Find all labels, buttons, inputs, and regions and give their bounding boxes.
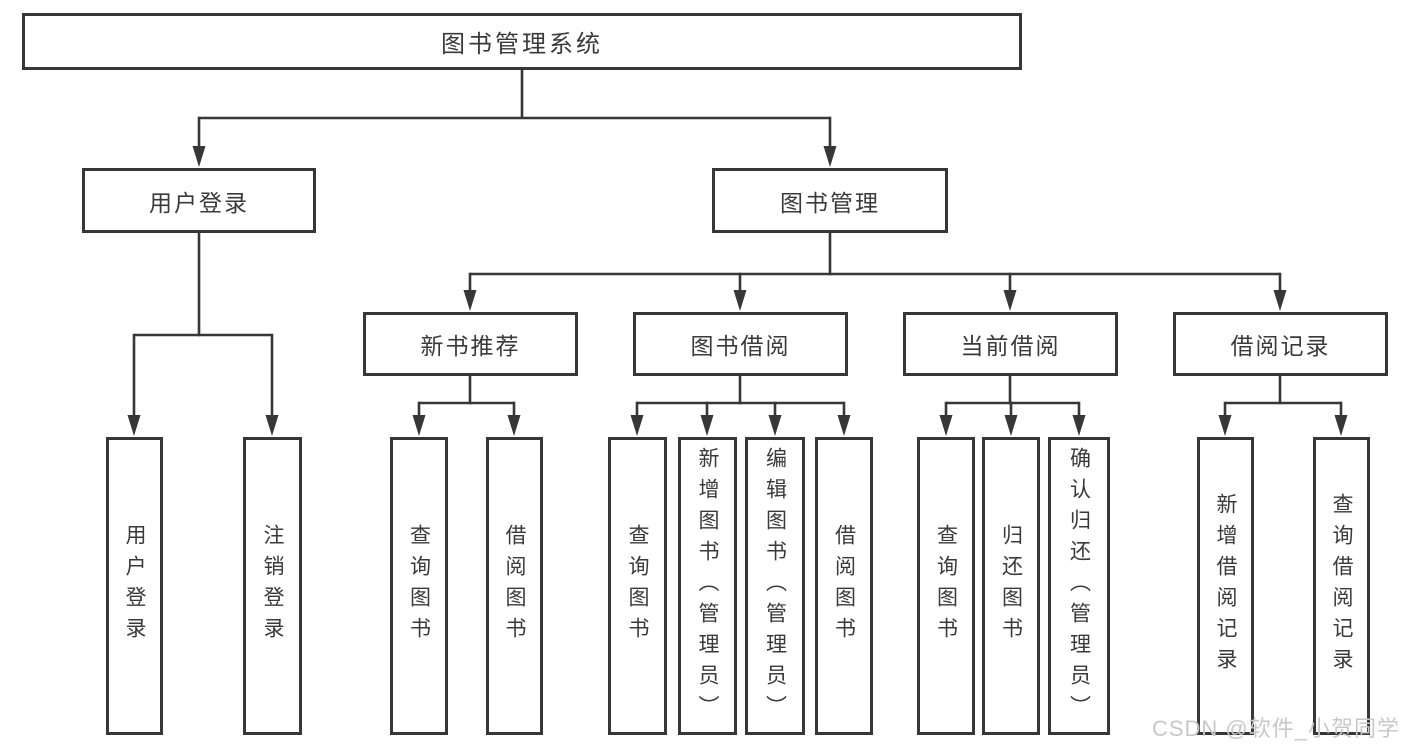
node-return-book: 归还图书 xyxy=(982,437,1040,735)
node-book-borrow: 图书借阅 xyxy=(633,312,848,376)
node-borrow-borrow-book: 借阅图书 xyxy=(815,437,873,735)
node-query-borrow-record-label: 查询借阅记录 xyxy=(1330,493,1354,679)
node-borrow-query-book-label: 查询图书 xyxy=(626,524,650,648)
node-edit-book-admin-label: 编辑图书（管理员） xyxy=(763,446,787,726)
node-borrow-record-label: 借阅记录 xyxy=(1230,333,1331,359)
node-add-borrow-record: 新增借阅记录 xyxy=(1197,437,1254,735)
node-root-label: 图书管理系统 xyxy=(441,31,603,58)
node-user-login-leaf: 用户登录 xyxy=(106,437,163,735)
node-current-borrow-label: 当前借阅 xyxy=(960,333,1061,359)
node-root: 图书管理系统 xyxy=(22,13,1022,70)
node-new-book-recommend: 新书推荐 xyxy=(363,312,578,376)
node-book-borrow-label: 图书借阅 xyxy=(690,333,791,359)
node-new-book-recommend-label: 新书推荐 xyxy=(420,333,521,359)
node-recommend-borrow-book: 借阅图书 xyxy=(486,437,543,735)
node-borrow-borrow-book-label: 借阅图书 xyxy=(832,524,856,648)
node-recommend-query-book-label: 查询图书 xyxy=(407,524,431,648)
node-current-query-book-label: 查询图书 xyxy=(934,524,958,648)
node-return-book-label: 归还图书 xyxy=(999,524,1023,648)
node-logout-label: 注销登录 xyxy=(261,524,285,648)
node-recommend-borrow-book-label: 借阅图书 xyxy=(503,524,527,648)
node-user-login: 用户登录 xyxy=(82,168,316,233)
node-edit-book-admin: 编辑图书（管理员） xyxy=(745,437,805,735)
node-current-query-book: 查询图书 xyxy=(917,437,975,735)
node-book-management-label: 图书管理 xyxy=(780,189,880,216)
node-add-book-admin-label: 新增图书（管理员） xyxy=(696,446,720,726)
node-confirm-return-admin: 确认归还（管理员） xyxy=(1048,437,1110,735)
node-query-borrow-record: 查询借阅记录 xyxy=(1313,437,1370,735)
node-logout: 注销登录 xyxy=(243,437,302,735)
node-confirm-return-admin-label: 确认归还（管理员） xyxy=(1067,446,1091,726)
node-borrow-query-book: 查询图书 xyxy=(608,437,667,735)
arrowheads xyxy=(127,146,1348,436)
node-book-management: 图书管理 xyxy=(712,168,948,233)
node-user-login-label: 用户登录 xyxy=(149,189,249,216)
node-add-borrow-record-label: 新增借阅记录 xyxy=(1214,493,1238,679)
node-borrow-record: 借阅记录 xyxy=(1173,312,1388,376)
node-add-book-admin: 新增图书（管理员） xyxy=(678,437,737,735)
node-user-login-leaf-label: 用户登录 xyxy=(123,524,147,648)
node-current-borrow: 当前借阅 xyxy=(903,312,1118,376)
csdn-watermark: CSDN @软件_小贺同学 xyxy=(1151,716,1400,741)
node-recommend-query-book: 查询图书 xyxy=(390,437,448,735)
